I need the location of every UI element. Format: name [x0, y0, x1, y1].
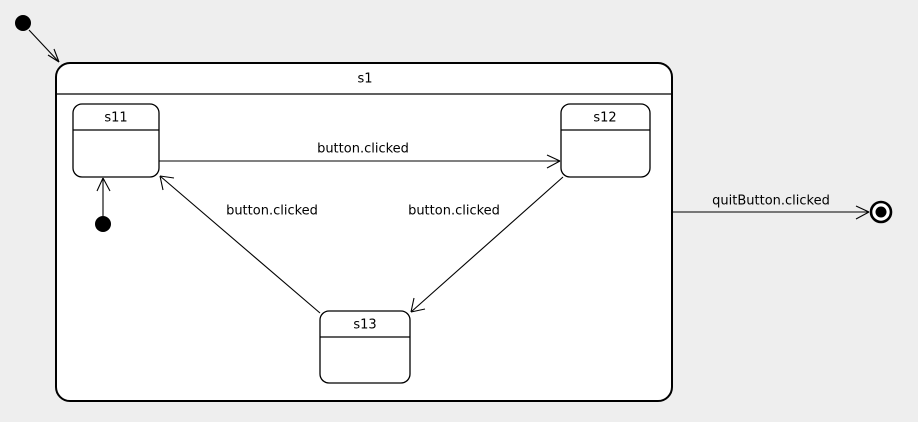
state-s13-body[interactable] [319, 310, 411, 384]
transition-s11-to-s12-arrowhead [546, 154, 561, 169]
composite-state-s1-body[interactable] [55, 62, 673, 402]
state-s11-name: s11 [104, 111, 127, 126]
initial-state-inner[interactable] [95, 216, 111, 232]
transition-s1-to-final-arrowhead [855, 205, 870, 220]
initial-state-outer[interactable] [15, 15, 31, 31]
composite-state-s1-name: s1 [357, 72, 372, 87]
state-s13-name: s13 [353, 318, 376, 333]
transition-initial-to-s1-arrowhead [47, 48, 60, 63]
transition-s11-to-s12[interactable]: button.clicked [159, 142, 561, 169]
transition-initial-to-s11[interactable] [96, 177, 111, 216]
transition-initial-to-s1[interactable] [28, 29, 60, 63]
transition-s1-to-final-label: quitButton.clicked [712, 194, 830, 209]
transition-s12-to-s13-label: button.clicked [408, 204, 500, 219]
state-s11[interactable]: s11 [72, 103, 160, 178]
transition-s12-to-s13-arrowhead [410, 297, 426, 313]
transition-s1-to-final[interactable]: quitButton.clicked [673, 194, 870, 220]
transition-s13-to-s11[interactable]: button.clicked [159, 175, 321, 314]
state-s13[interactable]: s13 [319, 310, 411, 384]
initial-state-inner-dot[interactable] [95, 216, 111, 232]
transition-initial-to-s11-arrowhead [96, 177, 111, 192]
state-s12[interactable]: s12 [560, 103, 651, 178]
composite-state-s1[interactable]: s1 [55, 62, 673, 402]
state-s11-body[interactable] [72, 103, 160, 178]
transition-s13-to-s11-line [159, 175, 321, 314]
initial-state-outer-dot[interactable] [15, 15, 31, 31]
transition-s12-to-s13-line [410, 176, 564, 313]
transition-s13-to-s11-arrowhead [159, 175, 175, 191]
transition-s12-to-s13[interactable]: button.clicked [408, 176, 564, 313]
transition-s11-to-s12-label: button.clicked [317, 142, 409, 157]
final-state[interactable] [869, 200, 893, 224]
state-s12-body[interactable] [560, 103, 651, 178]
transition-s13-to-s11-label: button.clicked [226, 204, 318, 219]
final-state-core[interactable] [875, 206, 887, 218]
transition-initial-to-s1-line [28, 29, 60, 63]
state-s12-name: s12 [593, 111, 616, 126]
